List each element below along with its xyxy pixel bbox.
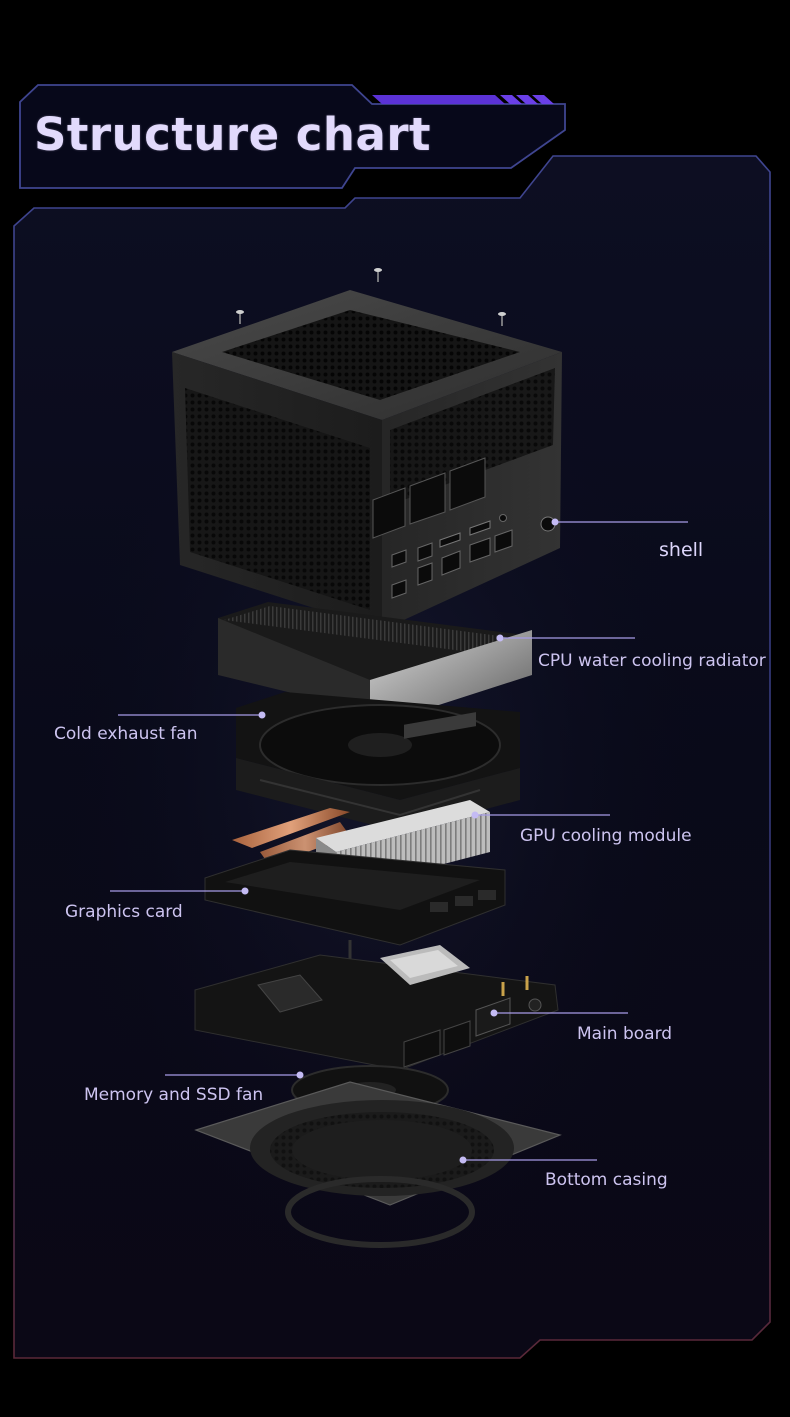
label-gpu-cooling: GPU cooling module [520, 826, 692, 846]
label-memory-fan: Memory and SSD fan [84, 1085, 264, 1105]
screws [236, 268, 506, 326]
label-exhaust-fan: Cold exhaust fan [54, 724, 198, 744]
bottom-casing-part [194, 1081, 562, 1248]
label-cpu-radiator: CPU water cooling radiator [538, 651, 766, 671]
cpu-radiator-part [218, 602, 532, 724]
callout-main-board [490, 1009, 628, 1017]
label-graphics-card: Graphics card [65, 902, 183, 922]
page-title: Structure chart [34, 108, 432, 161]
callout-cpu-radiator [496, 634, 635, 642]
callout-exhaust-fan [118, 711, 266, 719]
shell-cube [172, 290, 562, 630]
title-banner [19, 84, 566, 189]
callout-gpu-cooling [471, 811, 610, 819]
io-ports [372, 457, 556, 599]
device-illustration [172, 268, 562, 1248]
callout-memory-fan [165, 1071, 304, 1079]
label-shell: shell [659, 539, 704, 561]
accent-stripes [372, 95, 554, 104]
label-bottom-casing: Bottom casing [545, 1170, 668, 1190]
callout-shell [551, 518, 688, 526]
callouts [110, 518, 688, 1164]
callout-graphics-card [110, 887, 249, 895]
graphics-card-part [204, 849, 506, 975]
main-board-part [194, 945, 559, 1071]
callout-bottom-casing [459, 1156, 597, 1164]
label-main-board: Main board [577, 1024, 673, 1044]
